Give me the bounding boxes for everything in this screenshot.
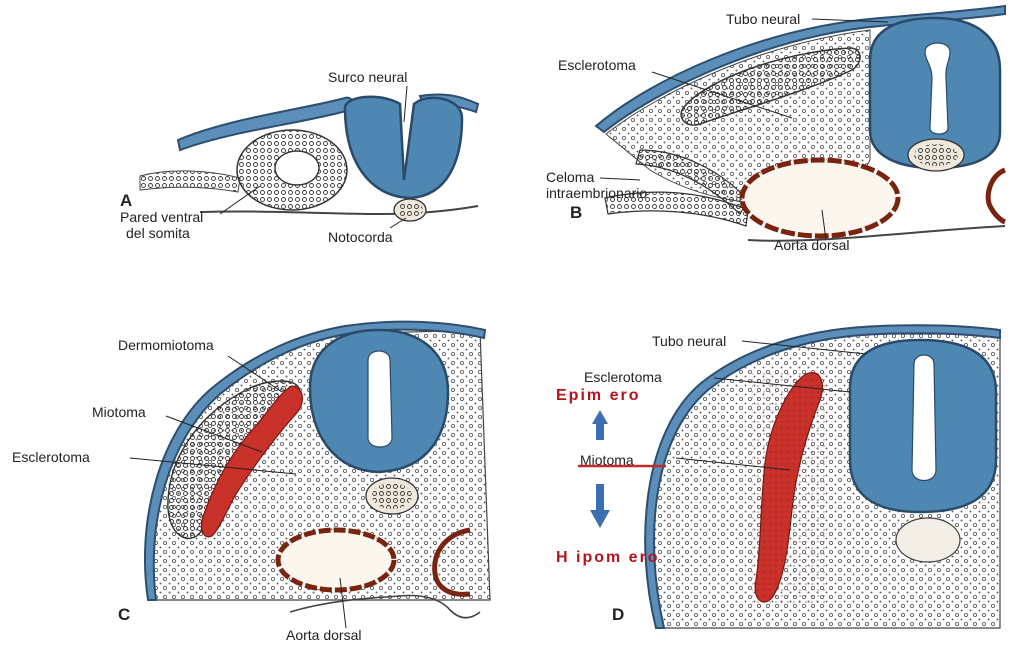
arrow-down-icon xyxy=(590,484,610,528)
label-pared-ventral: Pared ventral xyxy=(120,209,203,225)
notochord-a xyxy=(394,199,426,221)
label-celoma: Celoma xyxy=(546,169,594,185)
label-del-somita: del somita xyxy=(126,225,190,241)
label-dermomiotoma: Dermomiotoma xyxy=(118,337,214,353)
neural-tube-d xyxy=(850,340,996,512)
arrow-up-icon xyxy=(592,410,608,440)
neural-tube-c xyxy=(310,330,448,472)
label-tubo-neural-d: Tubo neural xyxy=(652,333,726,349)
label-esclerotoma-b: Esclerotoma xyxy=(558,57,636,73)
panel-a-letter: A xyxy=(120,191,132,210)
label-epimero: Epim ero xyxy=(556,387,640,404)
label-aorta-dorsal-c: Aorta dorsal xyxy=(286,627,361,643)
notochord-d xyxy=(896,518,960,562)
label-tubo-neural-b: Tubo neural xyxy=(726,11,800,27)
somite-a xyxy=(237,130,347,210)
myotome-d-speckle xyxy=(752,370,828,606)
label-aorta-dorsal-b: Aorta dorsal xyxy=(774,237,849,253)
panel-a: A Surco neural Pared ventral del somita … xyxy=(120,69,478,245)
notochord-c xyxy=(366,478,418,514)
notochord-b xyxy=(908,139,964,171)
panel-d: D Tubo neural Esclerotoma Miotoma Epim e… xyxy=(556,325,1000,628)
panel-c: C Dermomiotoma Miotoma Esclerotoma Aorta… xyxy=(12,322,490,643)
label-surco-neural: Surco neural xyxy=(328,69,407,85)
aorta-b xyxy=(742,160,898,236)
endoderm-a xyxy=(200,206,478,214)
neural-groove-a xyxy=(345,97,462,198)
panel-d-letter: D xyxy=(612,605,624,624)
panel-b: B Tubo neural Esclerotoma Celoma intraem… xyxy=(546,6,1005,253)
label-hipomero: H ipom ero xyxy=(556,549,660,566)
label-notocorda: Notocorda xyxy=(328,229,393,245)
aorta-b-right xyxy=(988,170,1005,222)
aorta-c xyxy=(278,530,394,590)
label-intraembrionario: intraembrionario xyxy=(546,185,647,201)
panel-c-letter: C xyxy=(118,605,130,624)
label-esclerotoma-c: Esclerotoma xyxy=(12,449,90,465)
label-esclerotoma-d: Esclerotoma xyxy=(584,369,662,385)
mesoderm-strip-a xyxy=(140,171,240,192)
label-miotoma-c: Miotoma xyxy=(92,404,146,420)
panel-b-letter: B xyxy=(570,203,582,222)
